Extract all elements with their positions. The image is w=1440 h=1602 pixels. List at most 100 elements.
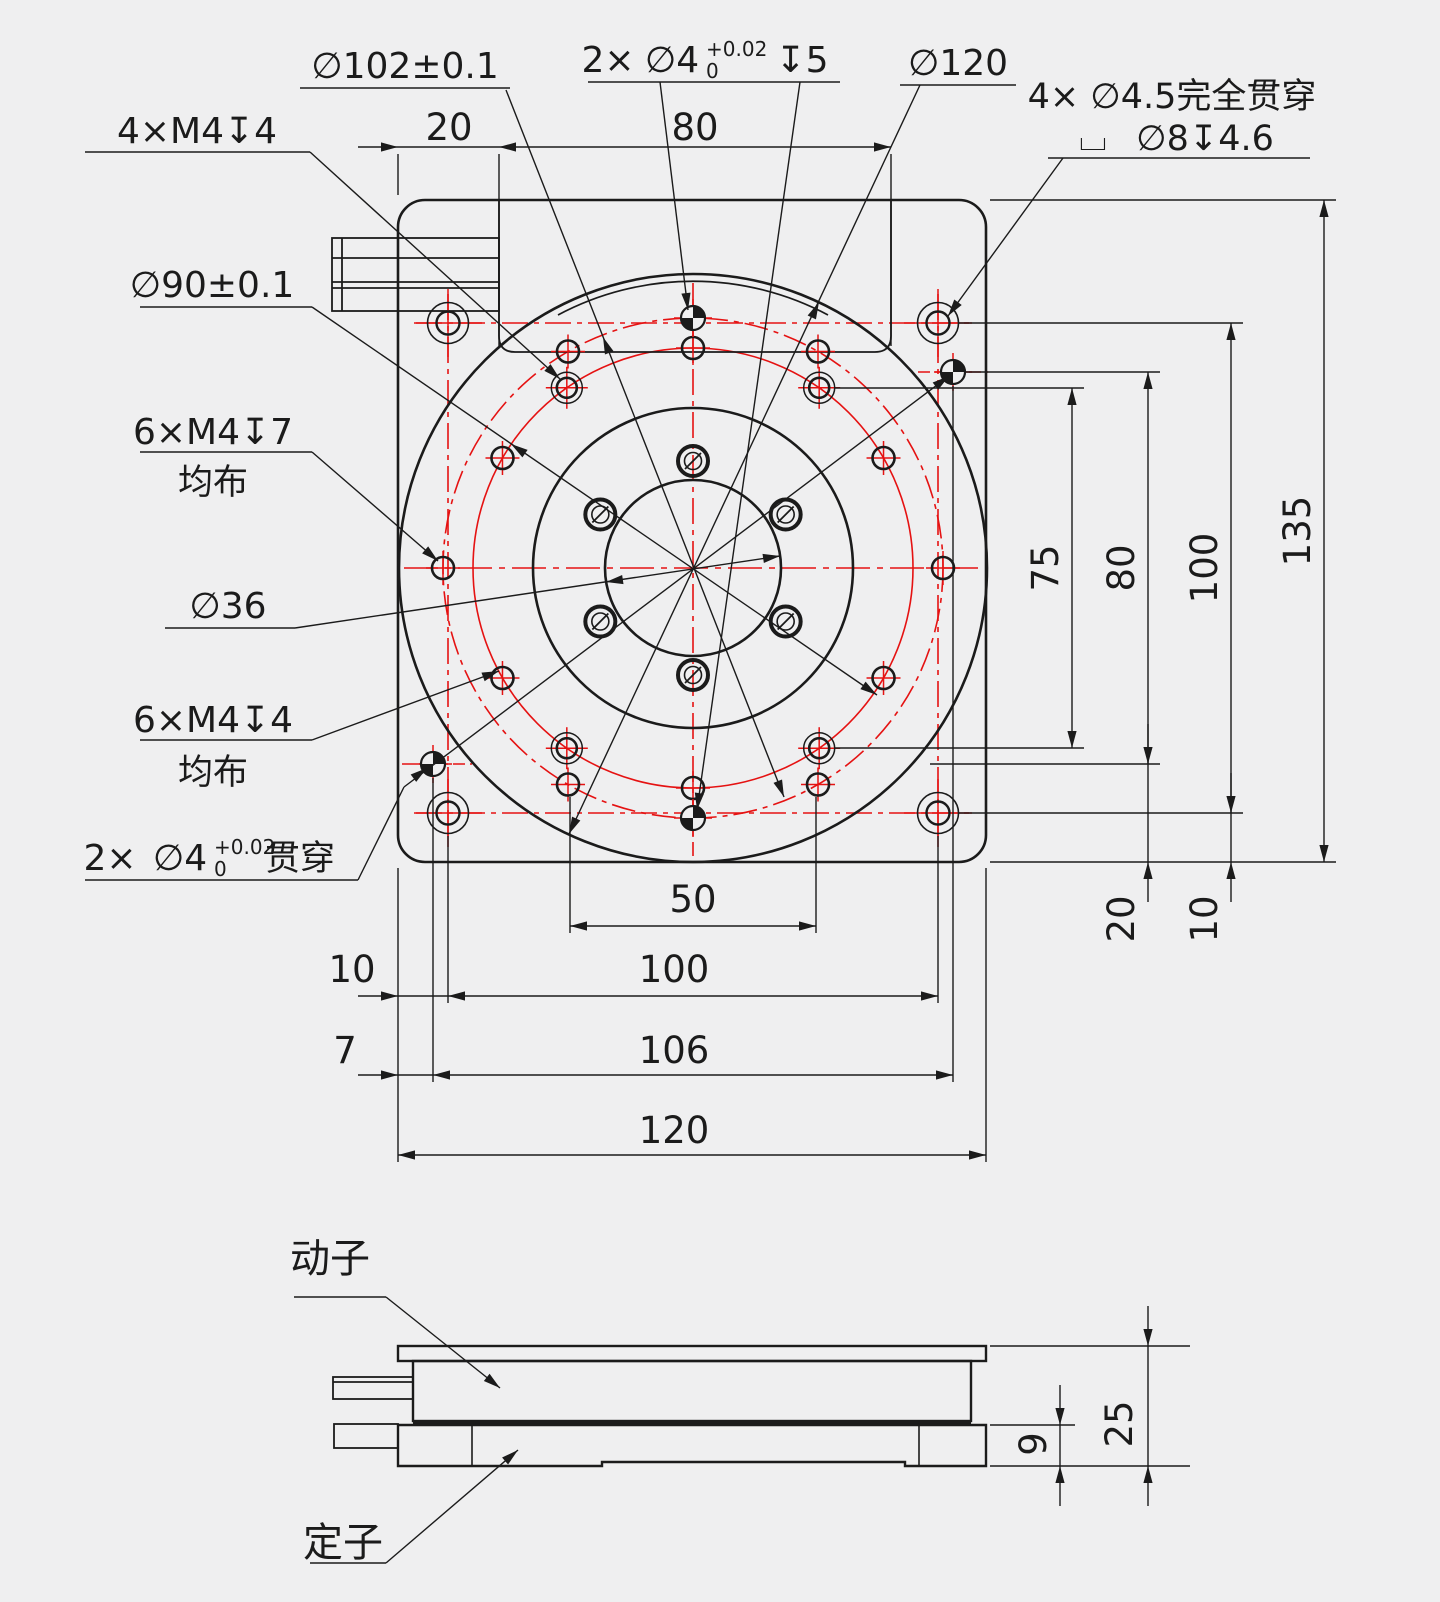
callout-cbore: 4× ∅4.5完全贯穿 ⌴ ∅8↧4.6 (1028, 77, 1317, 159)
svg-text:6×M4↧4: 6×M4↧4 (133, 700, 293, 741)
arrowhead-icon (603, 337, 614, 355)
arrowhead-icon (1055, 1466, 1065, 1483)
centerline-cross (798, 727, 841, 770)
bore-circle-36 (603, 478, 783, 658)
arrowhead-icon (606, 574, 624, 585)
arrowhead-icon (433, 1070, 450, 1080)
rotor-screw-icon (583, 604, 618, 639)
arrowhead-icon (1055, 1408, 1065, 1425)
callout-d120: ∅120 (908, 43, 1008, 84)
dim-right-100: 100 (1183, 533, 1226, 604)
dowel-pin-blind-hole (679, 304, 707, 332)
svg-text:0: 0 (214, 857, 227, 881)
dowel-pin-thru-hole (419, 750, 447, 778)
centerline-cross (414, 779, 482, 847)
arrowhead-icon (1319, 200, 1329, 217)
dim-right-80: 80 (1100, 544, 1143, 591)
arrowhead-icon (1143, 747, 1153, 764)
svg-text:↧5: ↧5 (775, 40, 828, 81)
arrowhead-icon (511, 444, 528, 458)
connector-side-view (332, 1376, 414, 1449)
arrowhead-icon (1319, 845, 1329, 862)
rotor-top-plate (396, 1344, 988, 1363)
dim-top-20: 20 (425, 106, 472, 149)
callout-taps-shallow: 6×M4↧4 均布 (133, 700, 293, 793)
arrowhead-icon (422, 546, 438, 561)
arrowhead-icon (410, 768, 427, 782)
arrowhead-icon (381, 1070, 398, 1080)
dim-section-9: 9 (1012, 1432, 1055, 1456)
hub-circle (531, 406, 855, 730)
svg-text:∅4: ∅4 (153, 838, 207, 879)
arrowhead-icon (694, 792, 704, 810)
arrowhead-icon (483, 1373, 500, 1388)
svg-text:+0.02: +0.02 (214, 835, 275, 859)
svg-text:4× ∅4.5完全贯穿: 4× ∅4.5完全贯穿 (1028, 77, 1317, 117)
dim-bottom-120: 120 (639, 1109, 710, 1152)
svg-text:2×: 2× (83, 838, 136, 879)
callout-d90: ∅90±0.1 (130, 265, 295, 306)
tap-m4x7-hole (805, 772, 831, 797)
dim-section-25: 25 (1098, 1400, 1141, 1447)
tap-m4x7-hole (555, 339, 581, 364)
callout-taps-deep: 6×M4↧7 均布 (133, 412, 293, 503)
arrowhead-icon (948, 299, 962, 316)
arrowhead-icon (799, 921, 816, 931)
arrowhead-icon (398, 1150, 415, 1160)
rotor-screw-icon (583, 497, 618, 532)
svg-text:2×: 2× (581, 40, 634, 81)
rotor-screw-icon (676, 658, 710, 692)
svg-text:均布: 均布 (178, 753, 248, 793)
arrowhead-icon (762, 553, 780, 564)
corner-tap-m4-hole (550, 371, 584, 405)
callout-d36: ∅36 (189, 586, 266, 627)
svg-text:0: 0 (706, 59, 719, 83)
arrowhead-icon (570, 921, 587, 931)
arrowhead-icon (1226, 323, 1236, 340)
label-stator: 定子 (303, 1520, 383, 1566)
arrowhead-icon (499, 142, 516, 152)
dim-right-10: 10 (1183, 895, 1226, 942)
dim-right-20: 20 (1100, 895, 1143, 942)
corner-tap-m4-hole (550, 731, 584, 765)
arrowhead-icon (681, 292, 691, 310)
centerline-cross (414, 289, 482, 357)
centerline-cross (798, 366, 841, 409)
arrowhead-icon (860, 681, 877, 695)
dim-bottom-50: 50 (669, 878, 716, 921)
arrowhead-icon (1067, 388, 1077, 405)
dim-bottom-7: 7 (333, 1029, 357, 1072)
tap-m4x7-hole (930, 555, 956, 581)
base-plate-outline (396, 198, 988, 864)
svg-text:∅4: ∅4 (645, 40, 699, 81)
tap-m4x4-hole (871, 445, 896, 471)
arrowheads (381, 142, 1329, 1483)
connector-pocket (498, 201, 892, 353)
arrowhead-icon (921, 991, 938, 1001)
tap-m4x4-hole (490, 665, 515, 691)
stator-body (396, 1423, 988, 1468)
arrowhead-icon (936, 1070, 953, 1080)
dim-right-135: 135 (1276, 496, 1319, 567)
dim-top-80: 80 (671, 106, 718, 149)
arrowhead-icon (1226, 796, 1236, 813)
dowel-pin-blind-hole (679, 804, 707, 832)
arrowhead-icon (1226, 862, 1236, 879)
callout-corner-taps: 4×M4↧4 (117, 111, 277, 152)
svg-text:∅8↧4.6: ∅8↧4.6 (1136, 119, 1274, 159)
arrowhead-icon (1143, 862, 1153, 879)
arrowhead-icon (481, 671, 499, 682)
arrowhead-icon (448, 991, 465, 1001)
label-mover: 动子 (290, 1236, 370, 1282)
section-view (332, 1344, 988, 1468)
arrowhead-icon (1143, 1466, 1153, 1483)
rotor-screw-icon (676, 444, 710, 478)
arrowhead-icon (807, 302, 819, 320)
dim-bottom-10: 10 (328, 948, 375, 991)
arrowhead-icon (969, 1150, 986, 1160)
counterbore-symbol-icon: ⌴ (1079, 119, 1107, 159)
tap-m4x7-hole (555, 772, 581, 797)
svg-text:6×M4↧7: 6×M4↧7 (133, 412, 293, 453)
callout-d102: ∅102±0.1 (311, 46, 499, 87)
